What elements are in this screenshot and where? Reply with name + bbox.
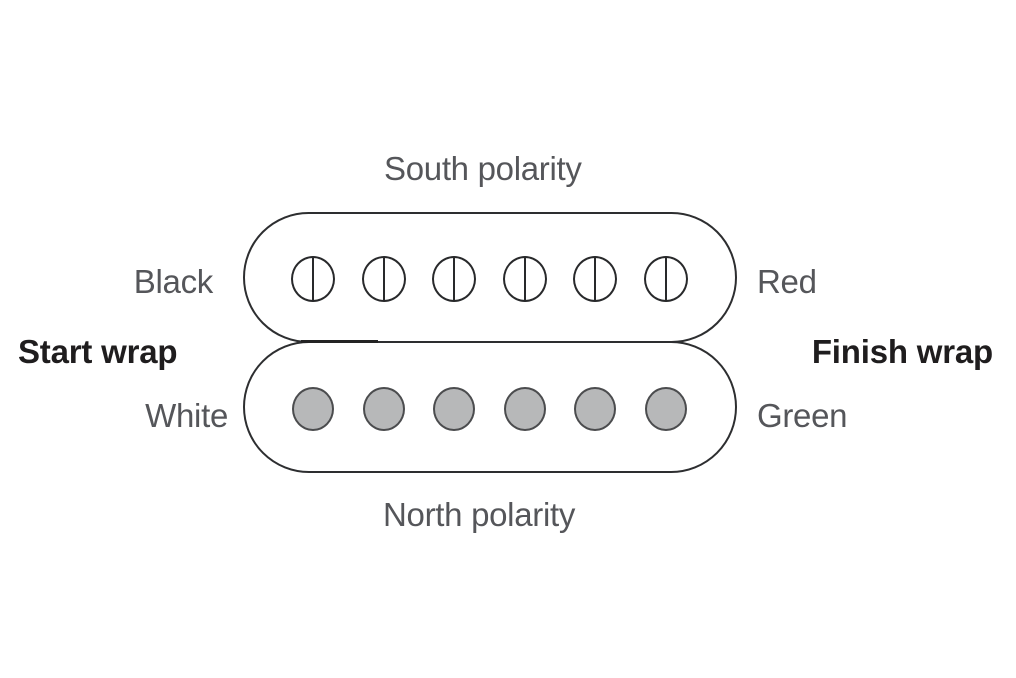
coil-junction-line — [301, 340, 378, 343]
screw-pole-icon — [573, 256, 618, 302]
slug-pole-icon — [433, 387, 476, 431]
screw-slot-icon — [312, 258, 314, 300]
screw-slot-icon — [382, 258, 385, 300]
screw-pole-row — [243, 256, 737, 302]
screw-slot-icon — [664, 258, 667, 300]
slug-pole-icon — [292, 387, 334, 431]
slug-pole-icon — [644, 387, 687, 431]
slug-pole-icon — [503, 387, 546, 431]
south-polarity-label: South polarity — [384, 150, 582, 187]
screw-slot-icon — [594, 258, 597, 300]
slug-pole-icon — [574, 387, 617, 431]
south-coil-start-lead-label: Black — [133, 263, 214, 300]
screw-pole-icon — [432, 256, 477, 302]
north-coil-start-lead-label: White — [145, 397, 228, 434]
screw-slot-icon — [523, 258, 526, 300]
slug-pole-row — [243, 387, 737, 431]
north-coil-finish-lead-label: Green — [757, 397, 848, 434]
start-wrap-label: Start wrap — [18, 333, 178, 370]
screw-pole-icon — [361, 256, 406, 302]
screw-pole-icon — [643, 256, 688, 302]
slug-pole-icon — [362, 387, 405, 431]
north-polarity-label: North polarity — [383, 496, 576, 533]
screw-pole-icon — [291, 256, 335, 302]
screw-pole-icon — [502, 256, 547, 302]
south-coil-finish-lead-label: Red — [757, 263, 817, 300]
screw-slot-icon — [453, 258, 456, 300]
finish-wrap-label: Finish wrap — [811, 333, 993, 370]
